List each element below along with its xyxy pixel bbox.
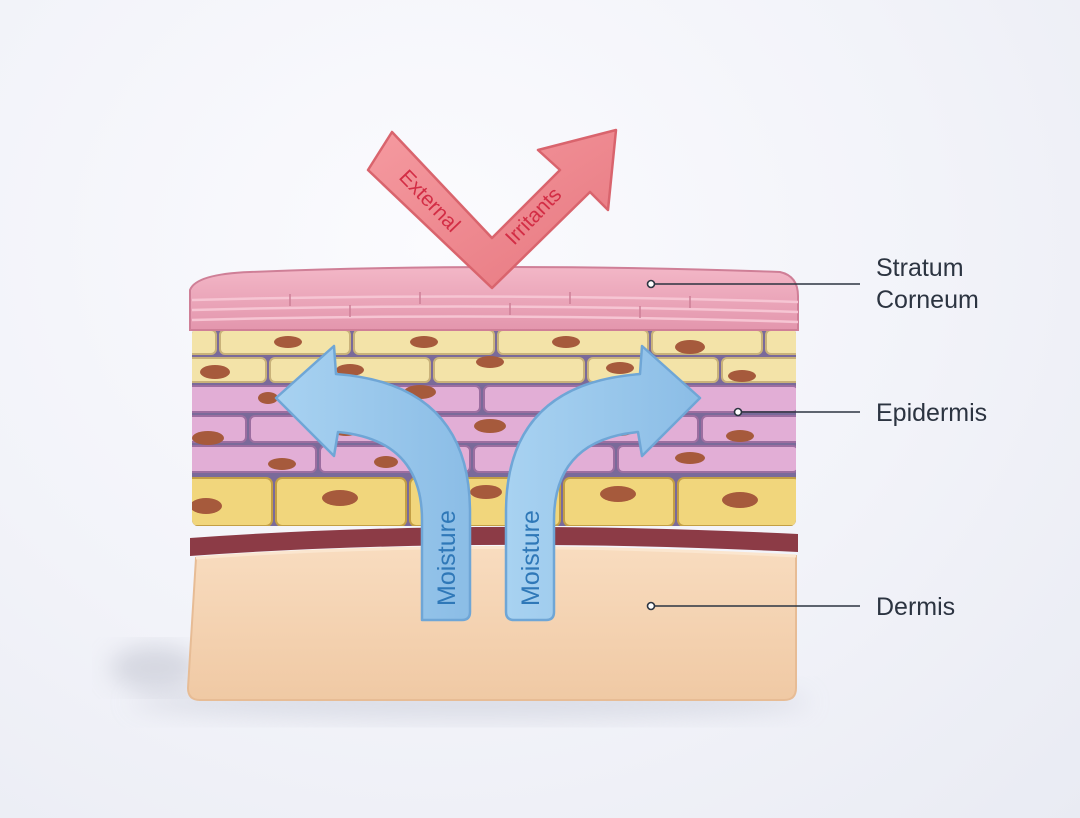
leader-dots	[646, 279, 743, 611]
label-stratum-corneum: Stratum Corneum	[876, 252, 979, 316]
basement-membrane	[190, 526, 798, 556]
leader-lines	[652, 283, 860, 607]
label-dermis: Dermis	[876, 591, 955, 623]
stratum-corneum-layer	[189, 266, 799, 331]
label-stratum-line2: Corneum	[876, 286, 979, 314]
epidermis-layer	[192, 328, 796, 526]
moisture-arrow-right	[504, 344, 702, 622]
side-shadow	[110, 646, 200, 690]
moisture-label-left: Moisture	[433, 510, 461, 606]
moisture-arrow-left	[274, 344, 472, 622]
moisture-label-right: Moisture	[517, 510, 545, 606]
label-stratum-line1: Stratum	[876, 254, 964, 282]
label-epidermis-text: Epidermis	[876, 399, 988, 427]
external-irritants-arrow	[366, 128, 618, 290]
label-epidermis: Epidermis	[876, 397, 987, 429]
label-dermis-text: Dermis	[876, 593, 956, 621]
dermis-layer	[186, 545, 797, 701]
